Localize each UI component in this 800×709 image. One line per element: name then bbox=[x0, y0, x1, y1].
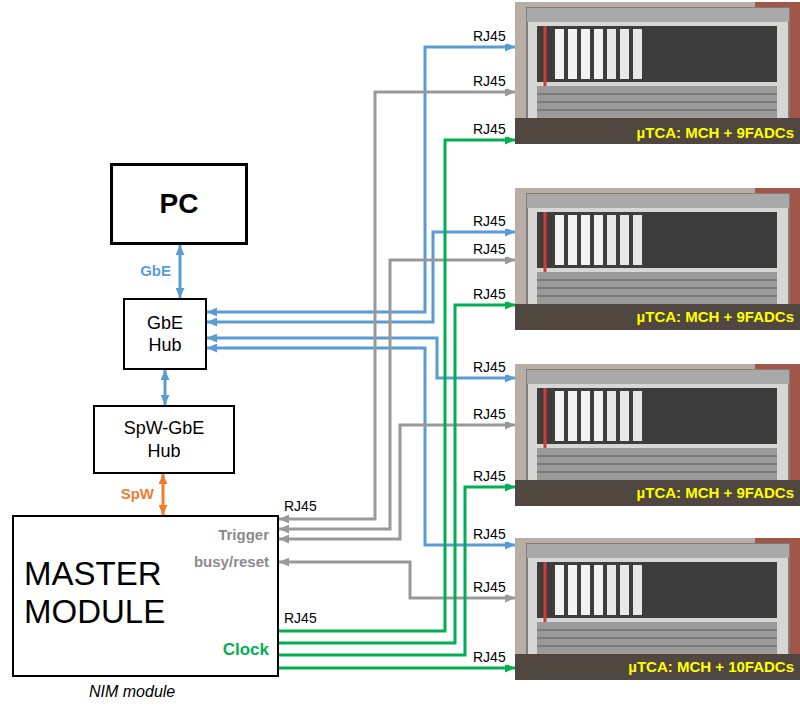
master-module: MASTER MODULE Trigger busy/resetClock bbox=[12, 515, 279, 677]
module-note: NIM module bbox=[88, 683, 176, 701]
box-title: PC bbox=[160, 188, 199, 220]
connector-name: RJ45 bbox=[472, 74, 507, 89]
link-type: SpW bbox=[119, 486, 156, 503]
crate-caption: µTCA: MCH + 9FADCs bbox=[637, 125, 794, 142]
crate-caption: µTCA: MCH + 10FADCs bbox=[628, 659, 794, 676]
utca-crate: µTCA: MCH + 10FADCs bbox=[515, 538, 800, 680]
box-title: GbE Hub bbox=[139, 312, 191, 357]
hub-box: GbE Hub bbox=[123, 298, 207, 370]
connector-name: RJ45 bbox=[472, 407, 507, 422]
connector-name: RJ45 bbox=[472, 242, 507, 257]
signal-name: Trigger bbox=[218, 527, 269, 544]
cable-connector bbox=[279, 260, 515, 529]
connector-name: RJ45 bbox=[472, 360, 507, 375]
connector-name: RJ45 bbox=[472, 214, 507, 229]
computer-box: PC bbox=[110, 163, 248, 245]
connector-name: RJ45 bbox=[472, 650, 507, 665]
cable-connector bbox=[179, 245, 182, 298]
connector-name: RJ45 bbox=[472, 29, 507, 44]
cable-connector bbox=[162, 474, 165, 515]
hub-box: SpW-GbE Hub bbox=[93, 405, 235, 474]
cable-connector bbox=[279, 140, 515, 631]
connector-name: RJ45 bbox=[472, 122, 507, 137]
connector-name: RJ45 bbox=[472, 580, 507, 595]
cable-connector bbox=[164, 370, 167, 405]
connector-name: RJ45 bbox=[283, 499, 318, 514]
connector-name: RJ45 bbox=[472, 469, 507, 484]
module-title: MASTER MODULE bbox=[24, 555, 204, 631]
box-title: SpW-GbE Hub bbox=[114, 417, 214, 462]
cable-connector bbox=[279, 425, 515, 539]
crate-caption: µTCA: MCH + 9FADCs bbox=[637, 309, 794, 326]
cable-connector bbox=[207, 47, 515, 312]
cable-connector bbox=[207, 232, 515, 322]
crate-caption: µTCA: MCH + 9FADCs bbox=[637, 485, 794, 502]
utca-crate: µTCA: MCH + 9FADCs bbox=[515, 188, 800, 330]
cable-connector bbox=[279, 562, 515, 598]
signal-name: busy/reset bbox=[194, 554, 269, 571]
cable-connector bbox=[279, 667, 515, 670]
link-type: GbE bbox=[138, 263, 173, 280]
cable-connector bbox=[207, 338, 515, 378]
connector-name: RJ45 bbox=[472, 527, 507, 542]
utca-crate: µTCA: MCH + 9FADCs bbox=[515, 364, 800, 506]
connector-name: RJ45 bbox=[283, 611, 318, 626]
utca-crate: µTCA: MCH + 9FADCs bbox=[515, 0, 800, 146]
cable-connector bbox=[279, 487, 515, 655]
signal-name: Clock bbox=[223, 641, 269, 660]
connector-name: RJ45 bbox=[472, 287, 507, 302]
cable-connector bbox=[279, 305, 515, 643]
